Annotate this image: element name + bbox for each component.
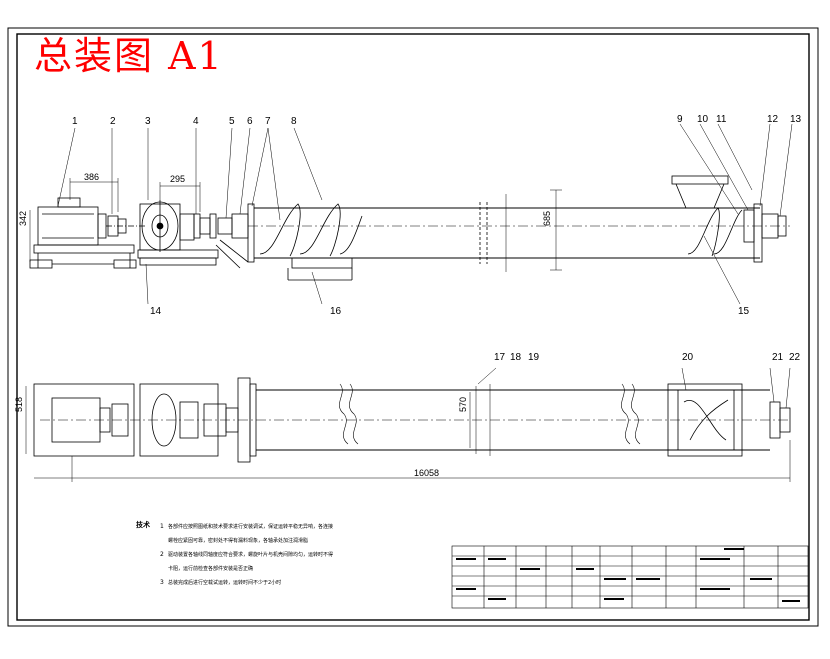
part-number-20: 20 bbox=[682, 352, 694, 363]
title-block bbox=[451, 545, 809, 609]
part-number-13: 13 bbox=[790, 114, 802, 125]
part-number-18: 18 bbox=[510, 352, 522, 363]
part-number-14: 14 bbox=[150, 306, 162, 317]
title-block-text bbox=[456, 548, 800, 602]
dimension-reducer-to-coupling: 295 bbox=[170, 174, 186, 184]
dimension-motor-height: 342 bbox=[18, 210, 28, 226]
part-number-8: 8 bbox=[291, 116, 297, 127]
notes-heading: 技术 bbox=[136, 521, 150, 529]
part-number-1: 1 bbox=[72, 116, 78, 127]
plan-view bbox=[25, 367, 791, 482]
dimension-plan-width-left: 518 bbox=[14, 396, 24, 412]
dimension-motor-to-coupling: 386 bbox=[84, 172, 100, 182]
inlet-plan bbox=[667, 383, 743, 457]
outer-border bbox=[7, 27, 819, 627]
part-number-5: 5 bbox=[229, 116, 235, 127]
part-number-10: 10 bbox=[697, 114, 709, 125]
note-item: 螺栓应紧固可靠，密封处不得有漏料现象，各轴承处加注润滑脂 bbox=[168, 538, 309, 544]
elevation-view bbox=[29, 123, 793, 305]
part-number-19: 19 bbox=[528, 352, 540, 363]
drawing-title: 总装图 A1 bbox=[34, 34, 224, 78]
dimension-plan-width-trough: 570 bbox=[458, 396, 468, 412]
part-number-12: 12 bbox=[767, 114, 779, 125]
part-number-9: 9 bbox=[677, 114, 683, 125]
dimension-trough-height: 685 bbox=[542, 210, 552, 226]
motor-terminal-box bbox=[57, 197, 81, 208]
part-number-4: 4 bbox=[193, 116, 199, 127]
dimension-overall-length: 16058 bbox=[414, 468, 440, 478]
part-number-2: 2 bbox=[110, 116, 116, 127]
part-number-17: 17 bbox=[494, 352, 506, 363]
part-number-21: 21 bbox=[772, 352, 784, 363]
part-number-11: 11 bbox=[716, 114, 727, 125]
part-number-7: 7 bbox=[265, 116, 271, 127]
part-number-6: 6 bbox=[247, 116, 253, 127]
motor bbox=[37, 206, 99, 246]
part-number-3: 3 bbox=[145, 116, 151, 127]
part-number-22: 22 bbox=[789, 352, 801, 363]
inner-border bbox=[16, 33, 810, 621]
note-item: 卡阻，运行前检查各部件安装是否正确 bbox=[168, 566, 254, 572]
part-number-16: 16 bbox=[330, 306, 342, 317]
part-number-15: 15 bbox=[738, 306, 750, 317]
